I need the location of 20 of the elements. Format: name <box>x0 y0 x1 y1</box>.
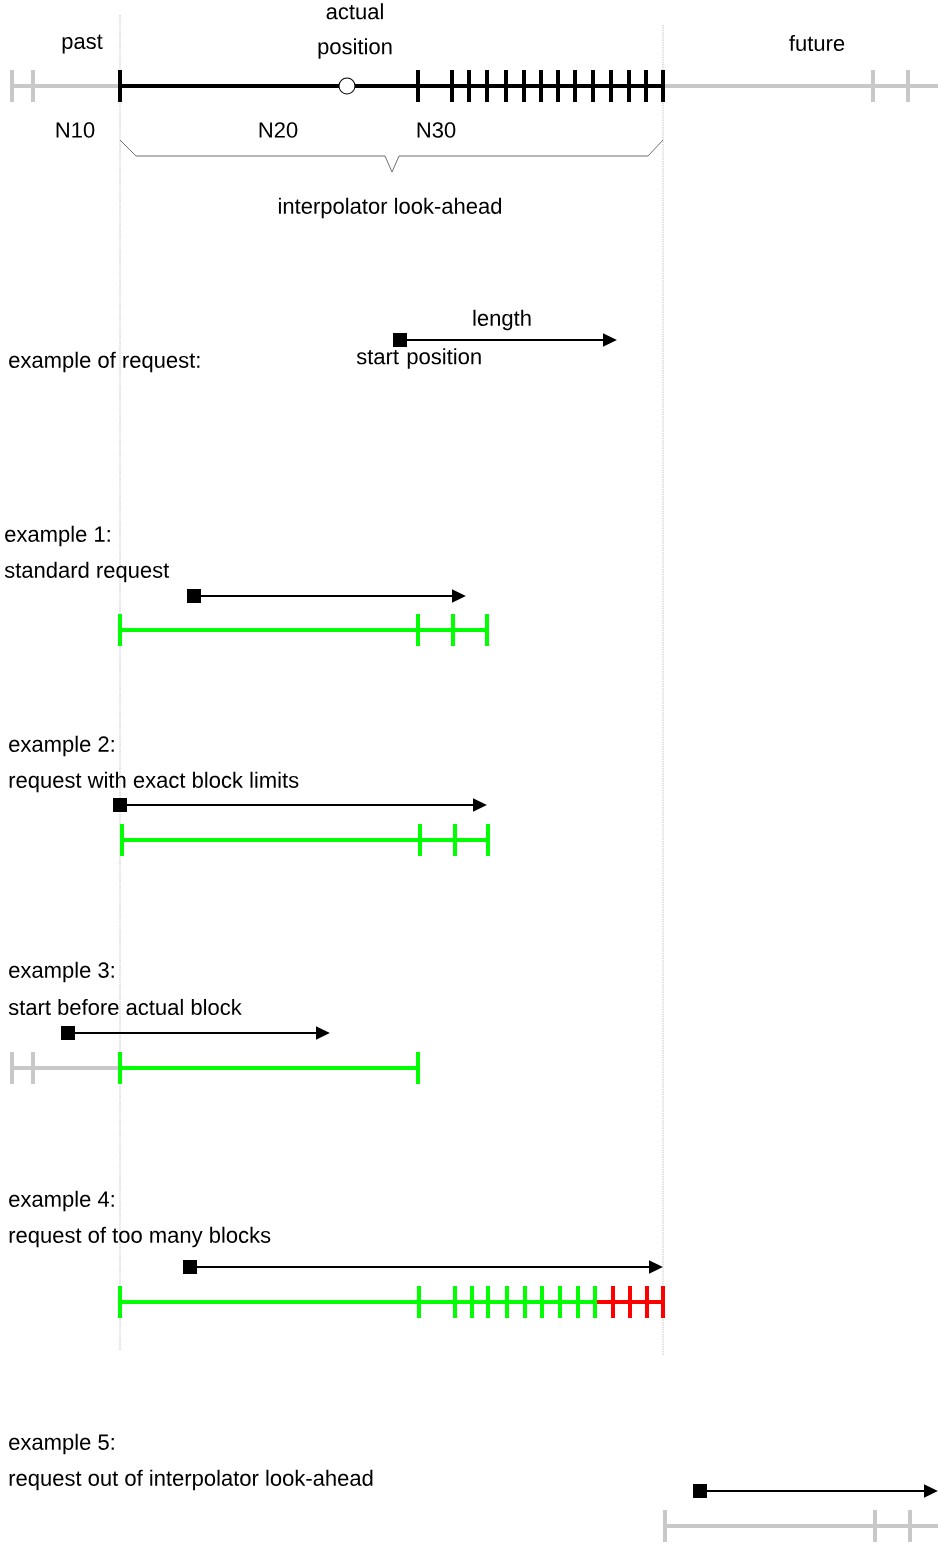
example-description: standard request <box>4 561 170 583</box>
brace-label: interpolator look-ahead <box>278 197 502 219</box>
example-heading: example 5: <box>9 1433 114 1455</box>
example-description: request with exact block limits <box>9 771 299 793</box>
example-heading: example 1: <box>5 525 110 547</box>
block-label: N20 <box>259 122 298 138</box>
example-heading: example 3: <box>9 961 114 983</box>
axis-label: past <box>62 34 103 54</box>
block-label: N30 <box>417 122 456 138</box>
example-description: request of too many blocks <box>9 1226 271 1248</box>
length-label: length <box>473 309 531 331</box>
marker-label: actual position <box>318 3 392 59</box>
example-description: request out of interpolator look-ahead <box>9 1469 373 1491</box>
start-label: start position <box>356 348 481 369</box>
axis-label: future <box>789 34 845 52</box>
example-description: start before actual block <box>8 998 242 1016</box>
example-heading: example 4: <box>9 1190 114 1212</box>
example-heading: example 2: <box>9 735 114 757</box>
block-label: N10 <box>56 122 95 138</box>
example-heading: example of request: <box>9 351 200 373</box>
